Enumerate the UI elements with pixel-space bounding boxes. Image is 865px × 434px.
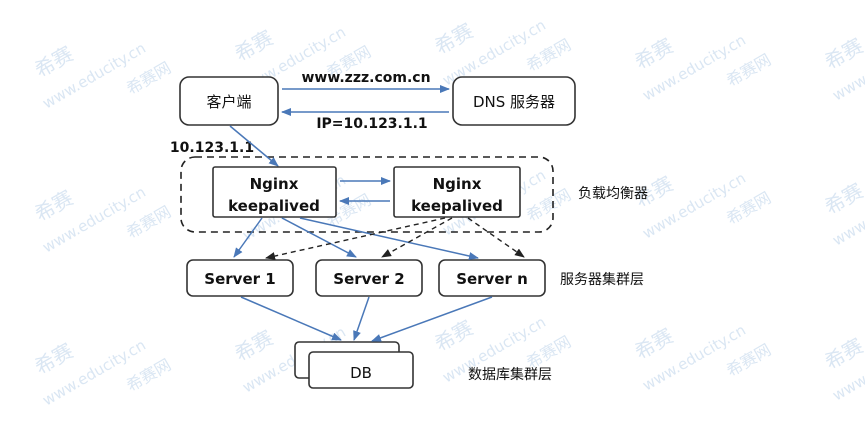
- nginx-primary-to-server-1-arrow: [233, 217, 263, 258]
- client-ip-label: 10.123.1.1: [170, 140, 254, 156]
- server-1-label: Server 1: [204, 270, 275, 288]
- nginx-backup-to-server-2-arrow: [381, 217, 453, 258]
- watermark-brand: 希赛: [31, 186, 78, 227]
- server-2-to-db-arrow: [353, 296, 370, 341]
- nginx-backup-to-server-1-arrow: [265, 217, 446, 260]
- server-n-node: Server n: [438, 259, 546, 297]
- nginx-backup-node: Nginx keepalived: [393, 166, 521, 218]
- watermark-brand: 希赛: [821, 34, 865, 75]
- dns-query-label: www.zzz.com.cn: [301, 70, 430, 86]
- watermark-brand: 希赛: [31, 339, 78, 380]
- load-balancer-group: [180, 156, 554, 233]
- server-n-to-db-arrow: [371, 296, 493, 342]
- server-2-node: Server 2: [315, 259, 423, 297]
- nginx-primary-to-server-2-arrow: [281, 217, 357, 258]
- client-label: 客户端: [206, 93, 251, 111]
- server-cluster-layer-label: 服务器集群层: [560, 271, 644, 288]
- nginx-primary-node: Nginx keepalived: [212, 166, 337, 218]
- watermark-brand: 希赛: [821, 179, 865, 220]
- server-1-node: Server 1: [186, 259, 294, 297]
- dns-server-node: DNS 服务器: [452, 76, 576, 126]
- nginx-backup-keepalived-label: keepalived: [411, 197, 503, 215]
- server-n-label: Server n: [456, 270, 528, 288]
- client-node: 客户端: [179, 76, 279, 126]
- load-balancer-layer-label: 负载均衡器: [578, 186, 648, 202]
- db-label: DB: [350, 364, 372, 382]
- watermark-brand: 希赛: [431, 316, 478, 357]
- nginx-backup-to-server-n-arrow: [467, 217, 525, 258]
- nginx-primary-to-server-n-arrow: [299, 217, 479, 260]
- nginx-backup-label: Nginx: [433, 175, 482, 193]
- db-cluster-layer-label: 数据库集群层: [468, 366, 552, 383]
- nginx-primary-label: Nginx: [250, 175, 299, 193]
- server-1-to-db-arrow: [240, 296, 342, 341]
- watermark-brand: 希赛: [631, 34, 678, 75]
- server-2-label: Server 2: [333, 270, 404, 288]
- watermark-brand: 希赛: [431, 19, 478, 60]
- watermark-brand: 希赛: [231, 326, 278, 367]
- client-to-nginx-arrow: [229, 125, 279, 167]
- db-node: DB: [294, 341, 414, 389]
- watermark-brand: 希赛: [631, 324, 678, 365]
- dns-reply-label: IP=10.123.1.1: [316, 116, 427, 132]
- watermark-brand: 希赛: [31, 42, 78, 83]
- nginx-primary-keepalived-label: keepalived: [228, 197, 320, 215]
- watermark-brand: 希赛: [231, 26, 278, 67]
- watermark-brand: 希赛: [821, 334, 865, 375]
- dns-server-label: DNS 服务器: [473, 93, 555, 111]
